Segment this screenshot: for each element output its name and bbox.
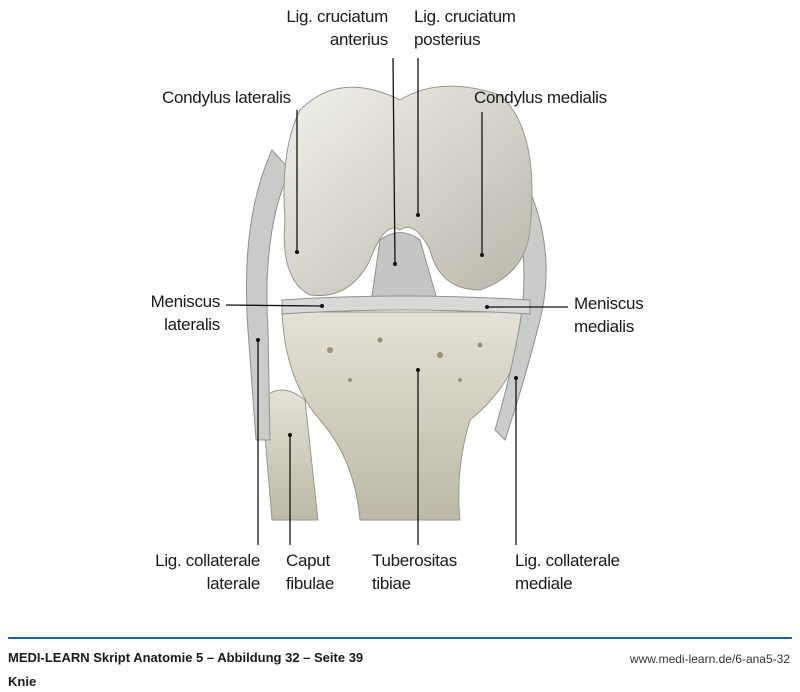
label-lig-collaterale-laterale: Lig. collaterale laterale — [155, 549, 260, 595]
label-meniscus-medialis: Meniscus medialis — [574, 292, 644, 338]
label-line: laterale — [206, 574, 261, 593]
femur — [283, 85, 533, 297]
medial-collateral-ligament — [494, 159, 547, 441]
lateral-collateral-ligament — [245, 149, 291, 441]
label-line: fibulae — [286, 574, 334, 593]
label-lig-cruciatum-posterius: Lig. cruciatum posterius — [414, 5, 516, 51]
tibia — [281, 311, 531, 521]
footer-divider — [8, 637, 792, 639]
label-caput-fibulae: Caput fibulae — [286, 549, 334, 595]
label-line: Meniscus — [150, 292, 221, 311]
footer-url[interactable]: www.medi-learn.de/6-ana5-32 — [629, 652, 790, 666]
menisci — [281, 295, 531, 315]
label-condylus-lateralis: Condylus lateralis — [162, 88, 291, 107]
label-line: medialis — [574, 317, 634, 336]
label-condylus-medialis: Condylus medialis — [474, 88, 607, 107]
label-line: tibiae — [372, 574, 411, 593]
label-tuberositas-tibiae: Tuberositas tibiae — [372, 549, 457, 595]
label-line: Lig. collaterale — [155, 551, 260, 570]
label-line: Meniscus — [574, 294, 644, 313]
leader-lines — [225, 57, 568, 545]
label-lig-collaterale-mediale: Lig. collaterale mediale — [515, 549, 620, 595]
footer-source: MEDI-LEARN Skript Anatomie 5 – Abbildung… — [8, 650, 364, 665]
label-line: anterius — [329, 30, 388, 49]
label-line: posterius — [414, 30, 481, 49]
label-line: lateralis — [164, 315, 220, 334]
label-line: Tuberositas — [372, 551, 457, 570]
label-meniscus-lateralis: Meniscus lateralis — [150, 290, 221, 336]
label-line: Lig. cruciatum — [414, 7, 516, 26]
figure-title: Knie — [8, 674, 37, 689]
label-line: mediale — [515, 574, 573, 593]
label-line: Caput — [286, 551, 330, 570]
label-line: Lig. cruciatum — [286, 7, 388, 26]
label-lig-cruciatum-anterius: Lig. cruciatum anterius — [286, 5, 388, 51]
label-line: Lig. collaterale — [515, 551, 620, 570]
